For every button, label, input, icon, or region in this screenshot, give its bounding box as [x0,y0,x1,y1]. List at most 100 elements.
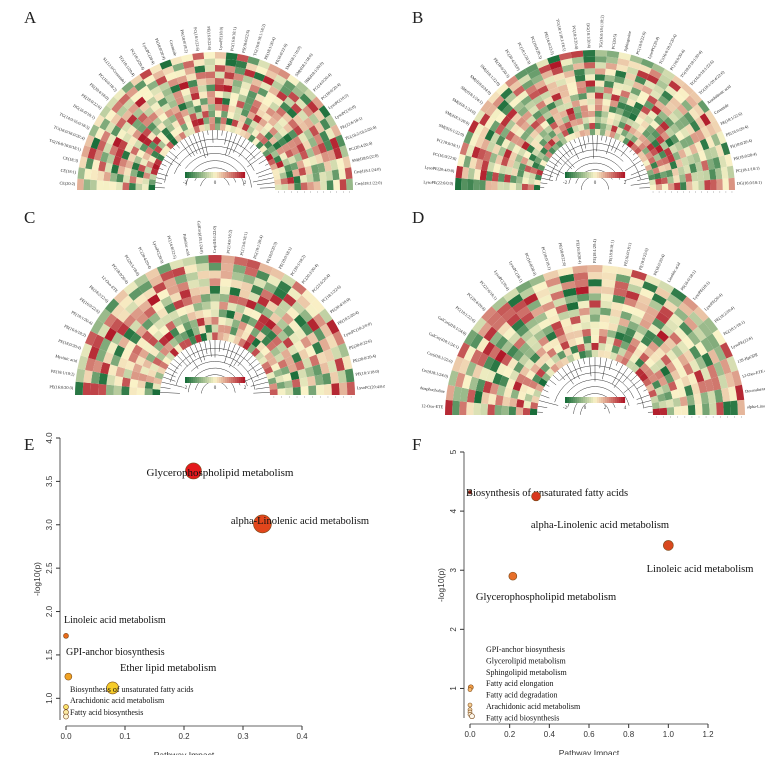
heatmap-cell [285,170,294,178]
heatmap-cell [682,296,699,312]
heatmap-cell [601,111,609,118]
dendrogram-branch [199,342,206,361]
heatmap-cell [529,323,542,336]
heatmap-cell [566,301,579,311]
legend-swatch [565,172,568,178]
heatmap-cell [319,362,330,375]
dendrogram-branch [163,159,173,165]
heatmap-cell [484,116,496,130]
heatmap-cell [91,371,101,384]
heatmap-cell [686,394,695,406]
heatmap-cell [641,85,653,96]
heatmap-cell [461,374,473,390]
heatmap-cell [175,96,185,106]
dendrogram-branch [167,367,178,374]
sample-labels-c [273,396,352,398]
heatmap-cell [113,345,125,358]
heatmap-cell [463,345,477,362]
heatmap-cell [609,352,618,361]
heatmap-cell [472,364,484,379]
heatmap-cell [236,100,246,109]
heatmap-cell [135,325,148,338]
heatmap-cell [277,359,288,369]
heatmap-cell [208,262,222,271]
heatmap-row-label: PE(16:0/20:4) [725,124,749,138]
heatmap-cell [524,164,532,173]
legend-swatch [243,377,246,383]
heatmap-cell [265,91,277,102]
heatmap-cell [83,168,92,180]
heatmap-cell [331,383,340,395]
heatmap-cell [245,299,258,310]
heatmap-cell [613,287,628,298]
heatmap-cell [159,149,168,158]
heatmap-cell [256,341,266,352]
heatmap-cell [638,142,647,151]
heatmap-cell [142,359,153,369]
heatmap-cell [259,144,268,154]
legend-swatch [203,377,206,383]
heatmap-cell [280,348,292,360]
heatmap-cell [642,129,652,139]
heatmap-row-label: TG(18:1/18:1/18:1) [555,18,567,52]
heatmap-cell [455,372,466,388]
heatmap-cell [660,354,672,366]
heatmap-cell [491,172,499,182]
heatmap-cell [587,265,603,273]
heatmap-cell [530,167,538,175]
heatmap-cell [488,393,497,405]
heatmap-cell [313,133,324,146]
heatmap-cell [176,75,188,85]
heatmap-cell [651,293,667,306]
heatmap-cell [569,119,578,127]
heatmap-cell [157,97,168,108]
heatmap-cell [612,82,624,90]
y-tick-label: 2 [449,627,458,632]
heatmap-cell [294,327,307,341]
heatmap-cell [103,171,111,182]
heatmap-cell [664,137,675,148]
heatmap-cell [589,307,601,315]
heatmap-cell [124,142,134,153]
heatmap-cell [608,105,618,114]
heatmap-cell [512,144,522,154]
legend-swatch [595,172,598,178]
heatmap-cell [549,121,559,131]
heatmap-cell [344,368,355,383]
heatmap-cell [265,341,277,352]
heatmap-cell [610,125,618,133]
heatmap-cell [510,134,521,145]
legend-swatch [591,172,594,178]
heatmap-cell [260,288,274,301]
heatmap-cell [170,56,183,66]
heatmap-cell [117,165,126,175]
heatmap-cell [665,399,674,408]
heatmap-row-label: LysoPE(18:1) [692,280,711,301]
heatmap-cell [665,349,678,362]
heatmap-cell [714,167,723,180]
point-label: alpha-Linolenic acid metabolism [531,520,669,531]
heatmap-cell [233,311,244,322]
heatmap-cell [138,372,148,382]
dendrogram-branch [542,173,553,177]
heatmap-cell [681,99,693,112]
heatmap-cell [293,175,301,184]
heatmap-cell [158,112,168,123]
heatmap-cell [258,262,274,275]
heatmap-cell [644,357,656,369]
heatmap-cell [138,85,151,97]
legend-swatch [617,172,620,178]
x-tick-label: 0.6 [583,730,595,739]
heatmap-cell [525,369,536,380]
heatmap-cell [471,146,481,159]
heatmap-cell [565,331,576,341]
heatmap-cell [168,337,179,348]
heatmap-cell [519,383,529,394]
heatmap-cell [689,120,701,133]
heatmap-cell [616,266,633,277]
heatmap-cell [646,142,655,152]
legend-swatch [215,377,218,383]
heatmap-cell [152,389,161,395]
heatmap-cell [588,116,595,124]
heatmap-cell [323,139,334,152]
